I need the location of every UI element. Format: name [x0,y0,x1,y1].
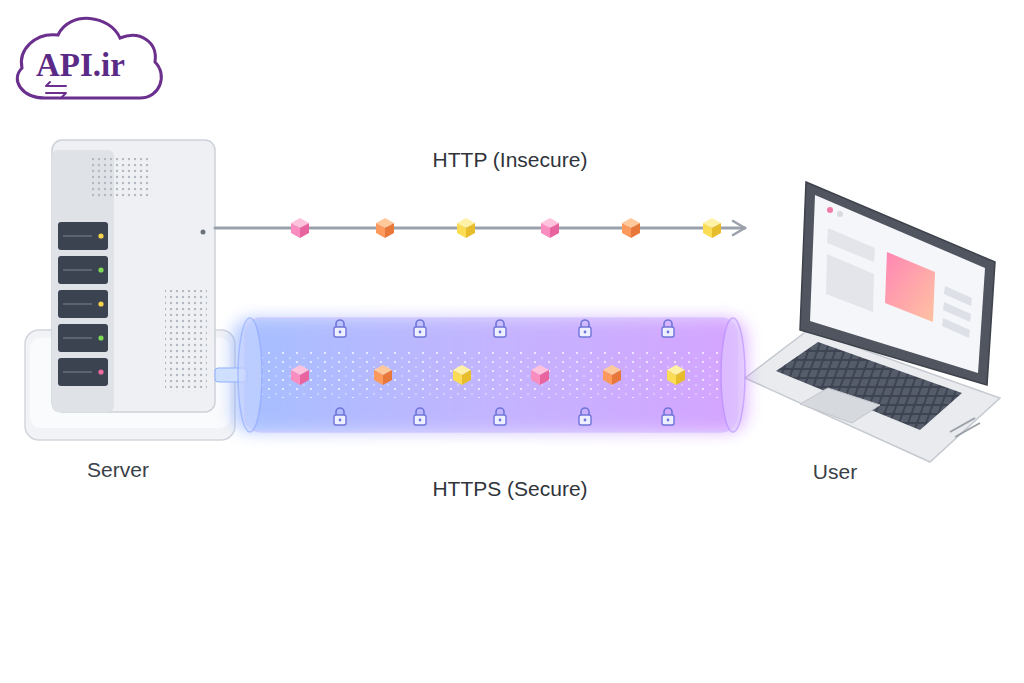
drive-slot [63,236,92,372]
status-led [98,335,103,340]
logo [17,18,161,98]
data-packet [457,218,475,238]
page-line [944,286,972,306]
server-node: Server [25,140,215,440]
user-node: User [745,180,1000,462]
data-packet [374,365,392,385]
data-packet [703,218,721,238]
logo-text: API.ir [36,46,156,84]
secure-tunnel [215,318,747,432]
edge-label: HTTP (Insecure) [360,147,660,173]
browser-dot [837,211,843,217]
lock-icon [414,408,426,425]
lock-icon [494,408,506,425]
data-packet [541,218,559,238]
data-packet [376,218,394,238]
page-line [942,318,970,338]
lock-icon [414,320,426,337]
node-label: Server [38,458,198,482]
server-body [52,140,215,412]
page-block [826,254,874,312]
laptop-screen [810,195,985,373]
laptop-ports [950,418,980,437]
data-packet [622,218,640,238]
lock-icon [579,408,591,425]
data-packet [291,365,309,385]
lock-icon [334,408,346,425]
data-packet [603,365,621,385]
status-led [98,369,103,374]
lock-icon [494,320,506,337]
server-grille [92,158,152,198]
lock-icon [662,408,674,425]
laptop-trackpad [800,388,880,423]
data-packet [667,365,685,385]
page-line [943,302,971,322]
status-led [98,267,103,272]
laptop-screen-bezel [800,182,995,385]
status-led [98,301,103,306]
node-label: User [785,460,885,484]
data-packet [453,365,471,385]
lock-icon [579,320,591,337]
browser-dot [827,207,833,213]
server-grille [165,290,207,392]
page-image [885,252,935,322]
server-button [201,230,206,235]
data-packet [291,218,309,238]
laptop-illustration [745,182,1000,462]
logo-arrows [46,82,66,97]
status-led [98,233,103,238]
data-packet [531,365,549,385]
page-block [827,228,875,262]
lock-icon [662,320,674,337]
logo-cloud [17,18,161,98]
lock-icon [334,320,346,337]
edge-label: HTTPS (Secure) [360,476,660,502]
server-illustration [25,140,235,440]
